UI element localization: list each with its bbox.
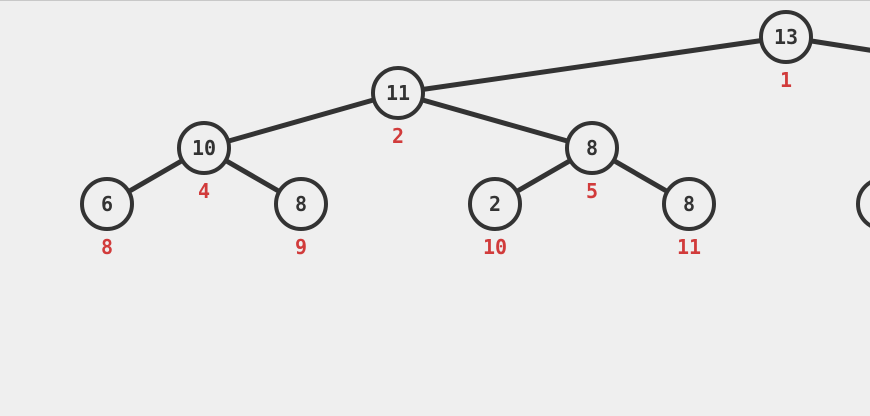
tree-node: 13 [759,10,813,64]
node-index-label: 2 [391,124,405,148]
tree-edge [203,90,399,151]
tree-edge [397,34,787,96]
tree-node: 6 [80,177,134,231]
tree-node: 2 [468,177,522,231]
node-index-label: 9 [294,235,308,259]
tree-node: 8 [274,177,328,231]
tree-edge [397,90,593,151]
node-index-label: 4 [197,179,211,203]
node-index-label: 8 [100,235,114,259]
tree-node: 10 [177,121,231,175]
node-index-label: 5 [585,179,599,203]
node-index-label: 1 [779,68,793,92]
tree-node: 8 [662,177,716,231]
node-index-label: 10 [482,235,508,259]
tree-node: 11 [371,66,425,120]
tree-node: 8 [565,121,619,175]
node-index-label: 11 [676,235,702,259]
